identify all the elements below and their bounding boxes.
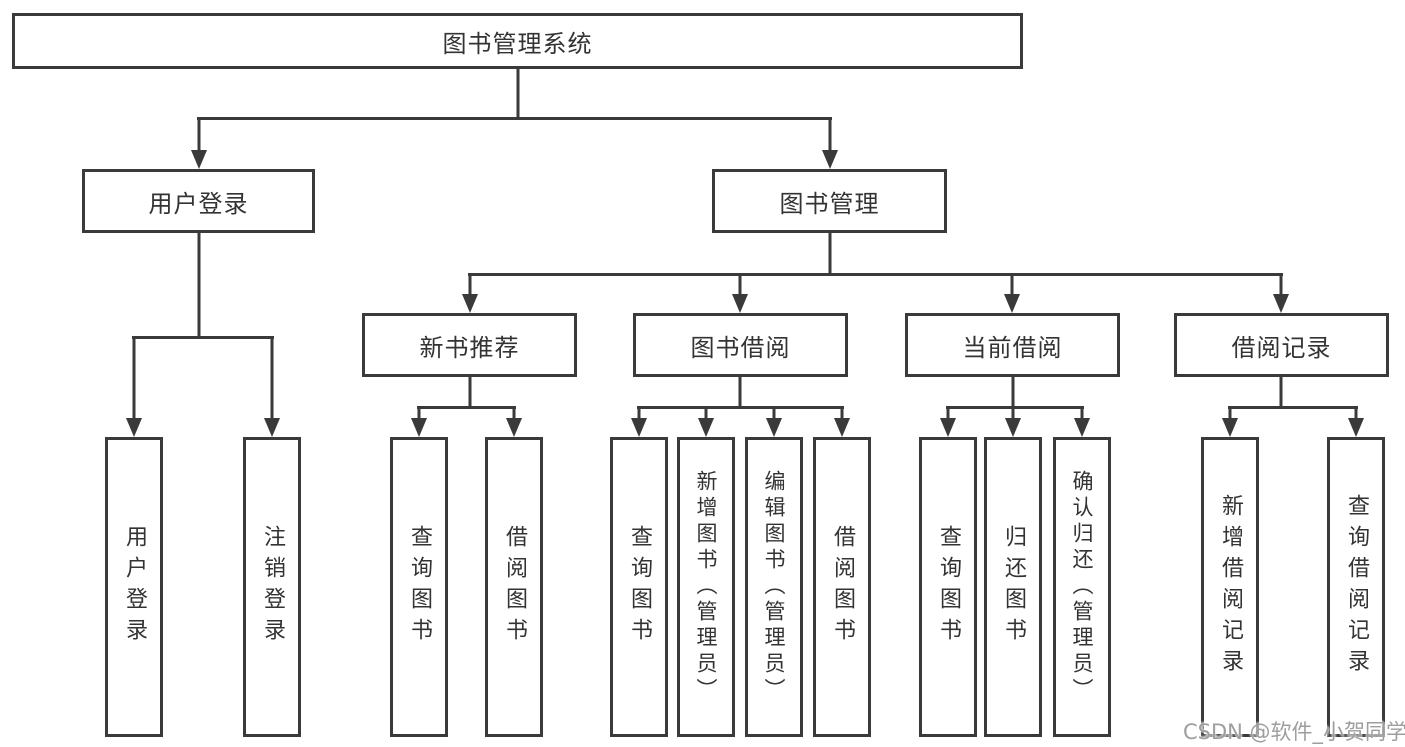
connector-segment (772, 406, 776, 422)
connector-segment (738, 377, 742, 409)
connector-segment (704, 406, 708, 422)
connector-segment (946, 406, 1084, 409)
arrowhead-icon (732, 294, 748, 313)
leaf-label: 借阅图书 (830, 525, 855, 649)
arrowhead-icon (506, 418, 522, 437)
leaf-label: 查询图书 (627, 525, 652, 649)
node-new-book-recommend-label: 新书推荐 (419, 333, 520, 362)
node-borrow-records-label: 借阅记录 (1231, 333, 1332, 362)
leaf-label: 编辑图书（管理员） (762, 470, 786, 704)
connector-segment (197, 117, 832, 120)
leaf-current-query-book: 查询图书 (919, 437, 977, 737)
node-book-borrow-label: 图书借阅 (690, 333, 791, 362)
connector-segment (1354, 406, 1358, 422)
arrowhead-icon (766, 418, 782, 437)
arrowhead-icon (126, 418, 142, 437)
leaf-confirm-return-admin: 确认归还（管理员） (1053, 437, 1111, 737)
arrowhead-icon (1074, 418, 1090, 437)
leaf-label: 查询借阅记录 (1344, 494, 1369, 680)
arrowhead-icon (940, 418, 956, 437)
connector-segment (828, 117, 832, 155)
arrowhead-icon (462, 294, 478, 313)
arrowhead-icon (698, 418, 714, 437)
arrowhead-icon (631, 418, 647, 437)
connector-segment (738, 273, 742, 298)
node-user-login: 用户登录 (82, 169, 315, 233)
arrowhead-icon (1348, 418, 1364, 437)
leaf-add-book-admin: 新增图书（管理员） (677, 437, 735, 737)
connector-segment (1228, 406, 1358, 409)
arrowhead-icon (1005, 418, 1021, 437)
arrowhead-icon (822, 150, 838, 169)
leaf-borrow-query-book: 查询图书 (610, 437, 668, 737)
leaf-label: 查询图书 (407, 525, 432, 649)
leaf-label: 注销登录 (260, 525, 285, 649)
connector-segment (946, 406, 950, 422)
connector-segment (637, 406, 844, 409)
arrowhead-icon (264, 418, 280, 437)
connector-segment (132, 336, 136, 422)
arrowhead-icon (411, 418, 427, 437)
connector-segment (417, 406, 516, 409)
leaf-query-borrow-record: 查询借阅记录 (1327, 437, 1385, 737)
connector-segment (637, 406, 641, 422)
connector-segment (132, 336, 274, 339)
leaf-label: 确认归还（管理员） (1070, 470, 1094, 704)
leaf-edit-book-admin: 编辑图书（管理员） (745, 437, 803, 737)
node-borrow-records: 借阅记录 (1174, 313, 1389, 377)
connector-segment (512, 406, 516, 422)
connector-segment (1279, 377, 1283, 409)
node-root: 图书管理系统 (12, 13, 1023, 69)
connector-segment (197, 117, 201, 155)
connector-segment (468, 273, 1283, 276)
connector-segment (1011, 377, 1015, 422)
arrowhead-icon (1004, 294, 1020, 313)
connector-segment (840, 406, 844, 422)
arrowhead-icon (834, 418, 850, 437)
leaf-user-login: 用户登录 (105, 437, 163, 737)
leaf-logout: 注销登录 (243, 437, 301, 737)
node-current-borrow: 当前借阅 (905, 313, 1120, 377)
leaf-label: 查询图书 (936, 525, 961, 649)
arrowhead-icon (1273, 294, 1289, 313)
connector-segment (1010, 273, 1014, 298)
node-book-borrow: 图书借阅 (633, 313, 848, 377)
connector-segment (417, 406, 421, 422)
connector-segment (516, 69, 520, 118)
leaf-recommend-query-book: 查询图书 (390, 437, 448, 737)
arrowhead-icon (1222, 418, 1238, 437)
connector-segment (828, 233, 832, 276)
connector-segment (468, 273, 472, 298)
node-user-login-label: 用户登录 (148, 189, 249, 218)
leaf-label: 新增图书（管理员） (694, 470, 718, 704)
leaf-label: 新增借阅记录 (1218, 494, 1243, 680)
leaf-recommend-borrow-book: 借阅图书 (485, 437, 543, 737)
connector-segment (197, 233, 201, 339)
arrowhead-icon (191, 150, 207, 169)
node-current-borrow-label: 当前借阅 (962, 333, 1063, 362)
leaf-label: 归还图书 (1001, 525, 1026, 649)
leaf-borrow-book: 借阅图书 (813, 437, 871, 737)
node-book-management-label: 图书管理 (779, 189, 880, 218)
connector-segment (468, 377, 472, 409)
connector-segment (1080, 406, 1084, 422)
leaf-return-book: 归还图书 (984, 437, 1042, 737)
node-book-management: 图书管理 (712, 169, 947, 233)
connector-segment (1279, 273, 1283, 298)
leaf-label: 用户登录 (122, 525, 147, 649)
connector-segment (270, 336, 274, 422)
leaf-label: 借阅图书 (502, 525, 527, 649)
node-root-label: 图书管理系统 (442, 29, 593, 58)
csdn-watermark: CSDN @软件_小贺同学 (1183, 720, 1405, 744)
leaf-add-borrow-record: 新增借阅记录 (1201, 437, 1259, 737)
node-new-book-recommend: 新书推荐 (362, 313, 577, 377)
connector-segment (1228, 406, 1232, 422)
